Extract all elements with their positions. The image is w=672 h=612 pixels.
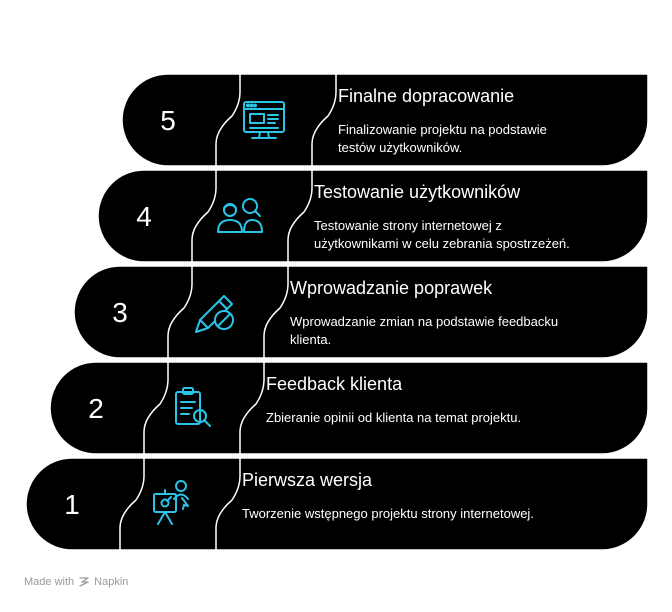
step-number: 4 [136,201,152,232]
step-separator-2 [287,170,313,262]
step-title: Wprowadzanie poprawek [290,278,493,298]
step-separator-2 [239,362,265,454]
step-separator [191,170,217,262]
step-band [121,73,649,167]
footer: Made with Napkin [24,576,128,588]
step-title: Pierwsza wersja [242,470,373,490]
step-number: 2 [88,393,104,424]
step-separator [143,362,169,454]
step-description: użytkownikami w celu zebrania spostrzeże… [314,236,570,251]
step-band [49,361,649,455]
step-separator-2 [311,74,337,166]
step-number: 3 [112,297,128,328]
step-separator-2 [215,458,241,550]
step-number: 1 [64,489,80,520]
step-description: klienta. [290,332,331,347]
step-description: Tworzenie wstępnego projektu strony inte… [242,506,534,521]
footer-made-with: Made with [24,576,75,588]
step-description: Finalizowanie projektu na podstawie [338,122,547,137]
footer-brand: Napkin [94,576,129,588]
step-description: testów użytkowników. [338,140,462,155]
easel-person-icon [153,480,189,525]
step-description: Zbieranie opinii od klienta na temat pro… [266,410,521,425]
clipboard-magnifier-icon [175,387,211,427]
step-title: Testowanie użytkowników [314,182,521,202]
step-description: Testowanie strony internetowej z [314,218,502,233]
computer-layout-icon [243,101,285,139]
step-separator [215,74,241,166]
step-separator [119,458,145,550]
step-separator [167,266,193,358]
step-number: 5 [160,105,176,136]
users-search-icon [217,198,263,233]
napkin-logo-icon [79,577,89,587]
step-band [73,265,649,359]
step-title: Finalne dopracowanie [338,86,514,106]
step-separator-2 [263,266,289,358]
step-title: Feedback klienta [266,374,403,394]
step-description: Wprowadzanie zmian na podstawie feedback… [290,314,558,329]
step-band [97,169,649,263]
pencil-cancel-icon [195,295,234,333]
